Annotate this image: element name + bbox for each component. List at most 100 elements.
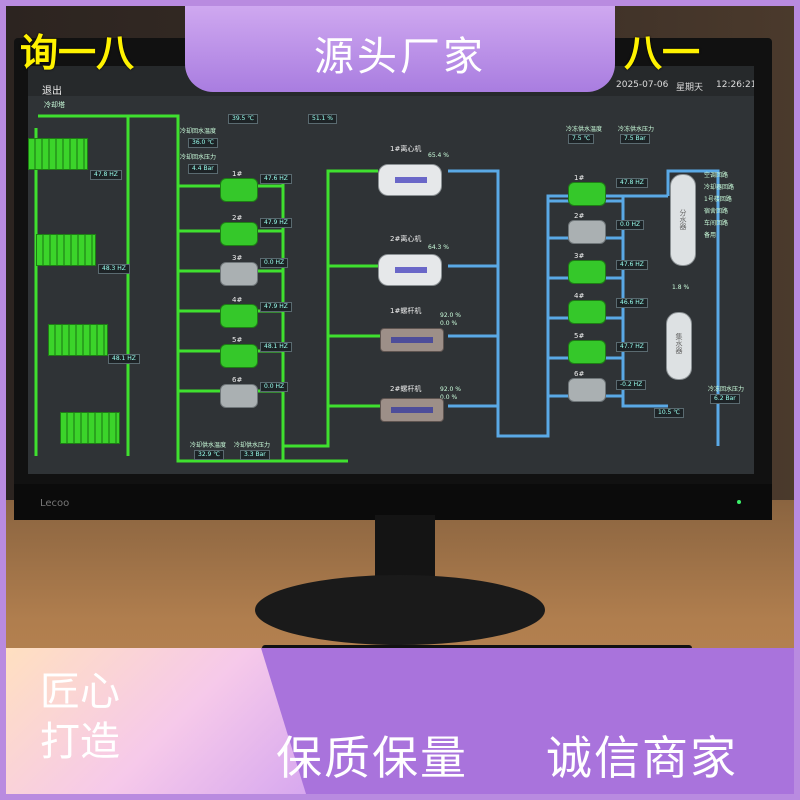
chilled-pump-4[interactable] (568, 300, 606, 324)
chilled-pump-3[interactable] (568, 260, 606, 284)
cooling-tower-1[interactable] (28, 138, 88, 170)
chilled-pump-2[interactable] (568, 220, 606, 244)
cooling-pump-1-name: 1# (232, 170, 243, 178)
cooling-supply-press: 3.3 Bar (240, 450, 270, 460)
corner-line-1: 匠心 (40, 669, 120, 715)
chilled-pump-1-name: 1# (574, 174, 585, 182)
cooling-supply-temp: 32.9 ℃ (194, 450, 225, 460)
cooling-tower-3[interactable] (48, 324, 108, 356)
chiller-3-pct2: 0.0 % (440, 320, 458, 327)
time-text: 12:26:21 (716, 80, 754, 90)
cooling-pump-6-name: 6# (232, 376, 243, 384)
branch-2: 冷却器回路 (704, 184, 735, 191)
top-banner: 源头厂家 (185, 6, 615, 92)
monitor-stand (255, 575, 545, 645)
chilled-return-press-label: 冷冻回水压力 (708, 386, 745, 393)
chiller-2-indicator (395, 267, 427, 273)
cooling-return-press-label: 冷却回水压力 (180, 154, 217, 161)
chilled-pump-5[interactable] (568, 340, 606, 364)
chiller-3-name: 1#螺杆机 (390, 307, 422, 315)
chiller-4-pct: 92.0 % (440, 386, 461, 393)
top-value-2: 51.1 % (308, 114, 337, 124)
top-banner-text: 源头厂家 (314, 34, 486, 80)
chiller-1-pct: 65.4 % (428, 152, 449, 159)
bypass-valve-pct: 1.8 % (672, 284, 690, 291)
corner-line-2: 打造 (40, 719, 120, 765)
chilled-pump-6-name: 6# (574, 370, 585, 378)
cooling-pump-2-name: 2# (232, 214, 243, 222)
chilled-pump-2-name: 2# (574, 212, 585, 220)
cooling-supply-temp-label: 冷却供水温度 (190, 442, 227, 449)
monitor-logo: Lecoo (40, 498, 70, 509)
branch-1: 空调回路 (704, 172, 729, 179)
chilled-return-press: 6.2 Bar (710, 394, 740, 404)
cooling-return-temp-label: 冷却回水温度 (180, 128, 217, 135)
chilled-pump-5-hz: 47.7 HZ (616, 342, 648, 352)
branch-6: 备用 (704, 232, 717, 239)
tower-hz-2: 48.3 HZ (98, 264, 130, 274)
cooling-pump-1[interactable] (220, 178, 258, 202)
chiller-1-indicator (395, 177, 427, 183)
chilled-pump-3-hz: 47.6 HZ (616, 260, 648, 270)
top-value-1: 39.5 ℃ (228, 114, 259, 124)
chilled-pump-3-name: 3# (574, 252, 585, 260)
centrifugal-chiller-1[interactable] (378, 164, 442, 196)
slogan-quality: 保质保量 (276, 731, 468, 785)
screw-chiller-1[interactable] (380, 328, 444, 352)
chilled-pump-2-hz: 0.0 HZ (616, 220, 645, 230)
cooling-tower-4[interactable] (60, 412, 120, 444)
scada-screen: 退出 2025-07-06 星期天 12:26:21 冷却塔 39.5 ℃ 51… (28, 66, 754, 474)
screw-chiller-2-indicator (391, 407, 433, 413)
chilled-supply-temp-label: 冷冻供水温度 (566, 126, 603, 133)
chilled-pump-6-hz: -0.2 HZ (616, 380, 647, 390)
cooling-return-press: 4.4 Bar (188, 164, 218, 174)
cooling-pump-4-hz: 47.9 HZ (260, 302, 292, 312)
cooling-pump-1-hz: 47.6 HZ (260, 174, 292, 184)
branch-4: 宿舍回路 (704, 208, 729, 215)
cooling-supply-press-label: 冷却供水压力 (234, 442, 271, 449)
weekday-text: 星期天 (676, 83, 704, 93)
tower-hz-1: 47.8 HZ (90, 170, 122, 180)
brand-left-text: 询一八 (20, 31, 135, 75)
chiller-4-name: 2#螺杆机 (390, 385, 422, 393)
water-distributor-tank[interactable]: 分水器 (670, 174, 696, 266)
cooling-tower-2[interactable] (36, 234, 96, 266)
cooling-pump-6[interactable] (220, 384, 258, 408)
branch-3: 1号楼回路 (704, 196, 732, 203)
chilled-pump-1[interactable] (568, 182, 606, 206)
cooling-pump-5[interactable] (220, 344, 258, 368)
distributor-label: 分水器 (679, 209, 687, 230)
chilled-return-temp: 10.5 ℃ (654, 408, 685, 418)
screw-chiller-2[interactable] (380, 398, 444, 422)
chilled-pump-4-name: 4# (574, 292, 585, 300)
chiller-3-pct: 92.0 % (440, 312, 461, 319)
chilled-pump-4-hz: 46.6 HZ (616, 298, 648, 308)
monitor-chin (14, 484, 772, 520)
cooling-pump-3[interactable] (220, 262, 258, 286)
cooling-pump-4-name: 4# (232, 296, 243, 304)
exit-button[interactable]: 退出 (42, 86, 62, 97)
date-text: 2025-07-06 (616, 80, 669, 90)
chilled-supply-press-label: 冷冻供水压力 (618, 126, 655, 133)
cooling-pump-3-name: 3# (232, 254, 243, 262)
brand-right-text: 八一 (624, 31, 701, 75)
chiller-2-name: 2#离心机 (390, 235, 422, 243)
water-collector-tank[interactable]: 集水器 (666, 312, 692, 380)
chilled-pump-5-name: 5# (574, 332, 585, 340)
branch-5: 车间回路 (704, 220, 729, 227)
chilled-supply-press: 7.5 Bar (620, 134, 650, 144)
corner-badge: 匠心 打造 (6, 648, 306, 794)
centrifugal-chiller-2[interactable] (378, 254, 442, 286)
chiller-4-pct2: 0.0 % (440, 394, 458, 401)
cooling-return-temp: 36.0 ℃ (188, 138, 219, 148)
collector-label: 集水器 (675, 333, 683, 354)
power-led (737, 500, 741, 504)
chilled-pump-6[interactable] (568, 378, 606, 402)
cooling-pump-3-hz: 0.0 HZ (260, 258, 289, 268)
cooling-tower-title: 冷却塔 (44, 101, 65, 109)
cooling-pump-2[interactable] (220, 222, 258, 246)
chiller-2-pct: 64.3 % (428, 244, 449, 251)
slogan-trust: 诚信商家 (546, 731, 738, 785)
chilled-pump-1-hz: 47.8 HZ (616, 178, 648, 188)
cooling-pump-4[interactable] (220, 304, 258, 328)
